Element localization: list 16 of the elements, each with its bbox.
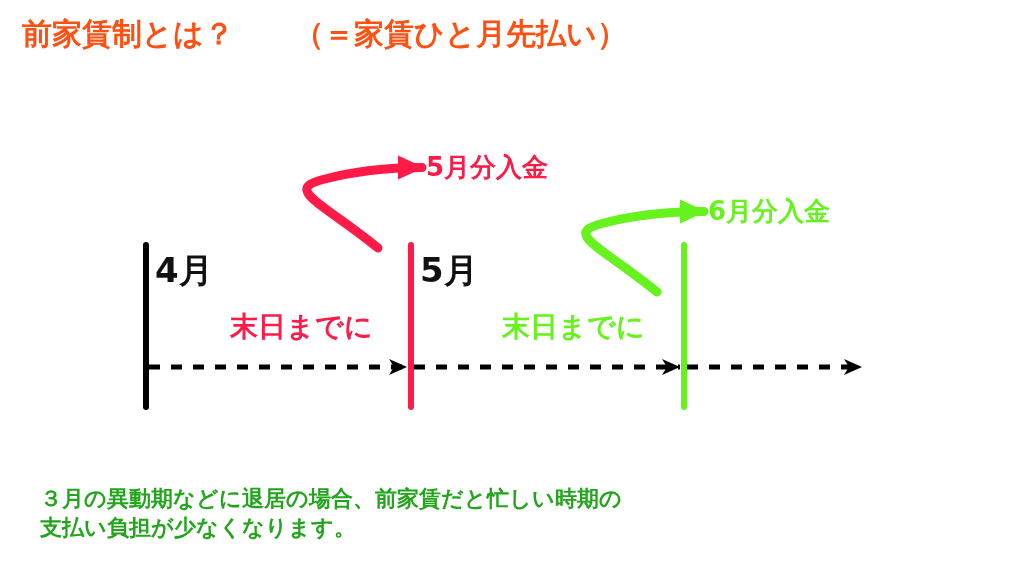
amount-label: 6月分入金 [708,192,831,231]
title: 前家賃制とは？ （＝家賃ひと月先払い） [22,15,627,53]
arrow [687,359,862,375]
arrow [149,359,407,375]
deadline-label: 末日までに [230,309,373,345]
month-label: 5月 [420,249,478,292]
arrow [414,359,680,375]
note-text: ３月の異動期などに退居の場合、前家賃だと忙しい時期の支払い負担が少なくなります。 [40,485,623,542]
arrow [302,155,427,253]
arrow [581,199,709,297]
timeline-marker [408,242,414,410]
timeline-marker [143,242,149,410]
deadline-label: 末日までに [502,309,645,345]
timeline-marker [681,242,687,410]
amount-label: 5月分入金 [426,148,549,187]
month-label: 4月 [155,249,213,292]
